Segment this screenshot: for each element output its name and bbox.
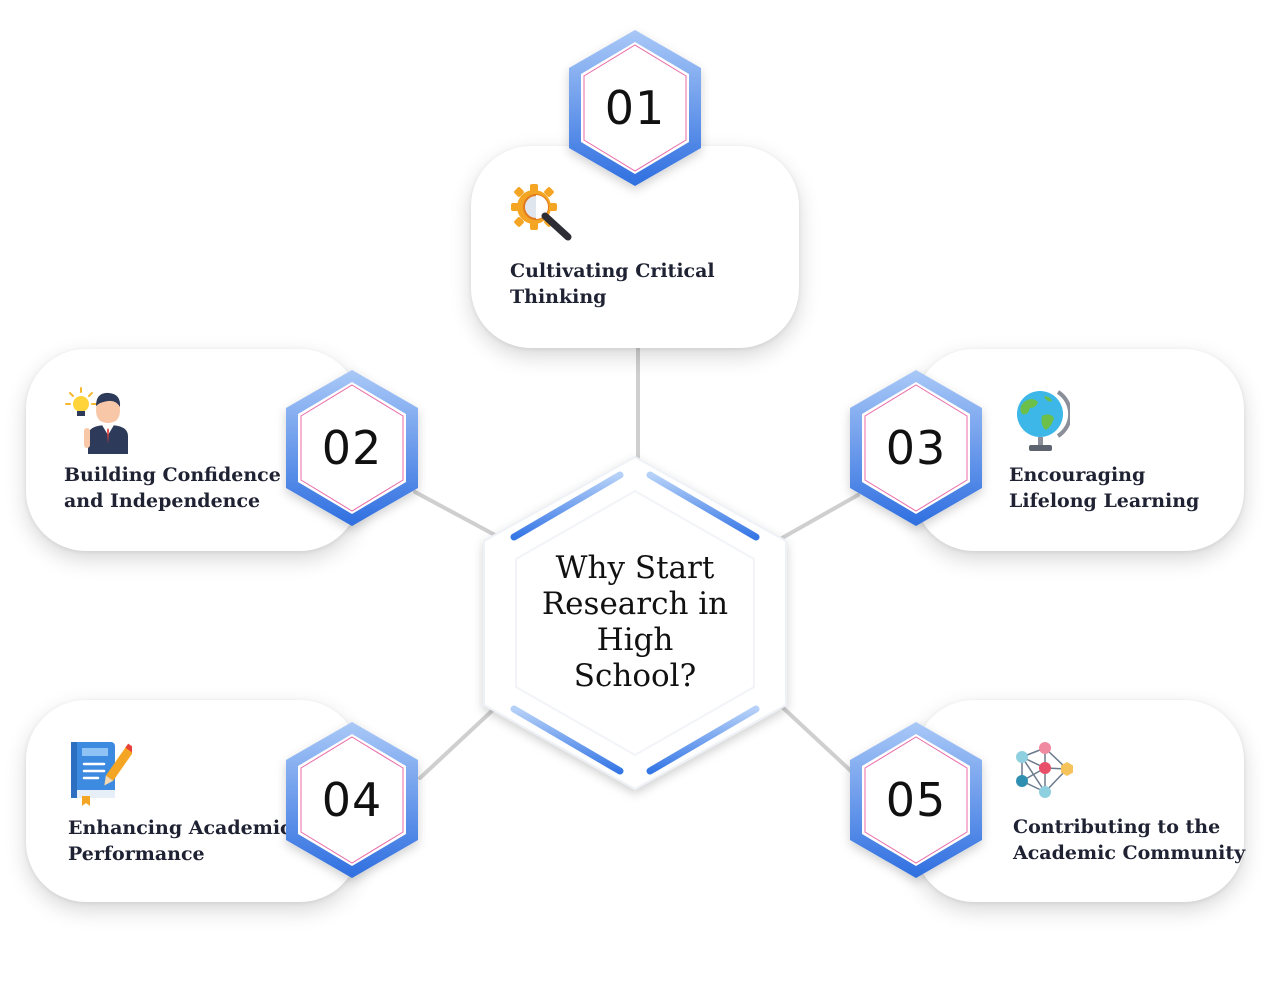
card-01-label-line1: Cultivating Critical — [510, 260, 715, 282]
card-02-label-line1: Building Confidence — [64, 464, 281, 486]
card-04-label-line1: Enhancing Academic — [68, 817, 292, 839]
hexagon-02-number: 02 — [321, 421, 383, 475]
card-04-label-line2: Performance — [68, 843, 205, 865]
hexagon-04: 04 — [282, 720, 422, 880]
card-03-label-line2: Lifelong Learning — [1009, 490, 1200, 512]
confident-person-icon — [64, 386, 130, 458]
center-hexagon: Why Start Research in High School? — [478, 455, 792, 791]
card-03-label: Encouraging Lifelong Learning — [1009, 462, 1199, 514]
connector-02 — [413, 490, 497, 537]
card-01-label-line2: Thinking — [510, 286, 607, 308]
center-title: Why Start Research in High School? — [541, 550, 729, 694]
card-05-label-line2: Academic Community — [1013, 842, 1246, 864]
network-icon — [1012, 738, 1078, 808]
card-03-label-line1: Encouraging — [1009, 464, 1146, 486]
hexagon-02: 02 — [282, 368, 422, 528]
connector-05 — [778, 703, 854, 774]
connector-03 — [780, 493, 860, 540]
globe-icon — [1012, 386, 1073, 458]
card-02-label-line2: and Independence — [64, 490, 261, 512]
gear-magnifier-icon — [510, 183, 576, 253]
card-04-label: Enhancing Academic Performance — [68, 815, 292, 867]
card-05-label-line1: Contributing to the — [1013, 816, 1221, 838]
card-05-label: Contributing to the Academic Community — [1013, 814, 1245, 866]
card-01-label: Cultivating Critical Thinking — [510, 258, 715, 310]
hexagon-03: 03 — [846, 368, 986, 528]
hexagon-01: 01 — [565, 28, 705, 188]
book-pencil-icon — [68, 738, 136, 810]
hexagon-01-number: 01 — [604, 81, 666, 135]
hexagon-05: 05 — [846, 720, 986, 880]
hexagon-03-number: 03 — [885, 421, 947, 475]
hexagon-04-number: 04 — [321, 773, 383, 827]
center-ring-segment — [510, 471, 624, 541]
hexagon-05-number: 05 — [885, 773, 947, 827]
card-02-label: Building Confidence and Independence — [64, 462, 281, 514]
connector-04 — [418, 706, 497, 780]
